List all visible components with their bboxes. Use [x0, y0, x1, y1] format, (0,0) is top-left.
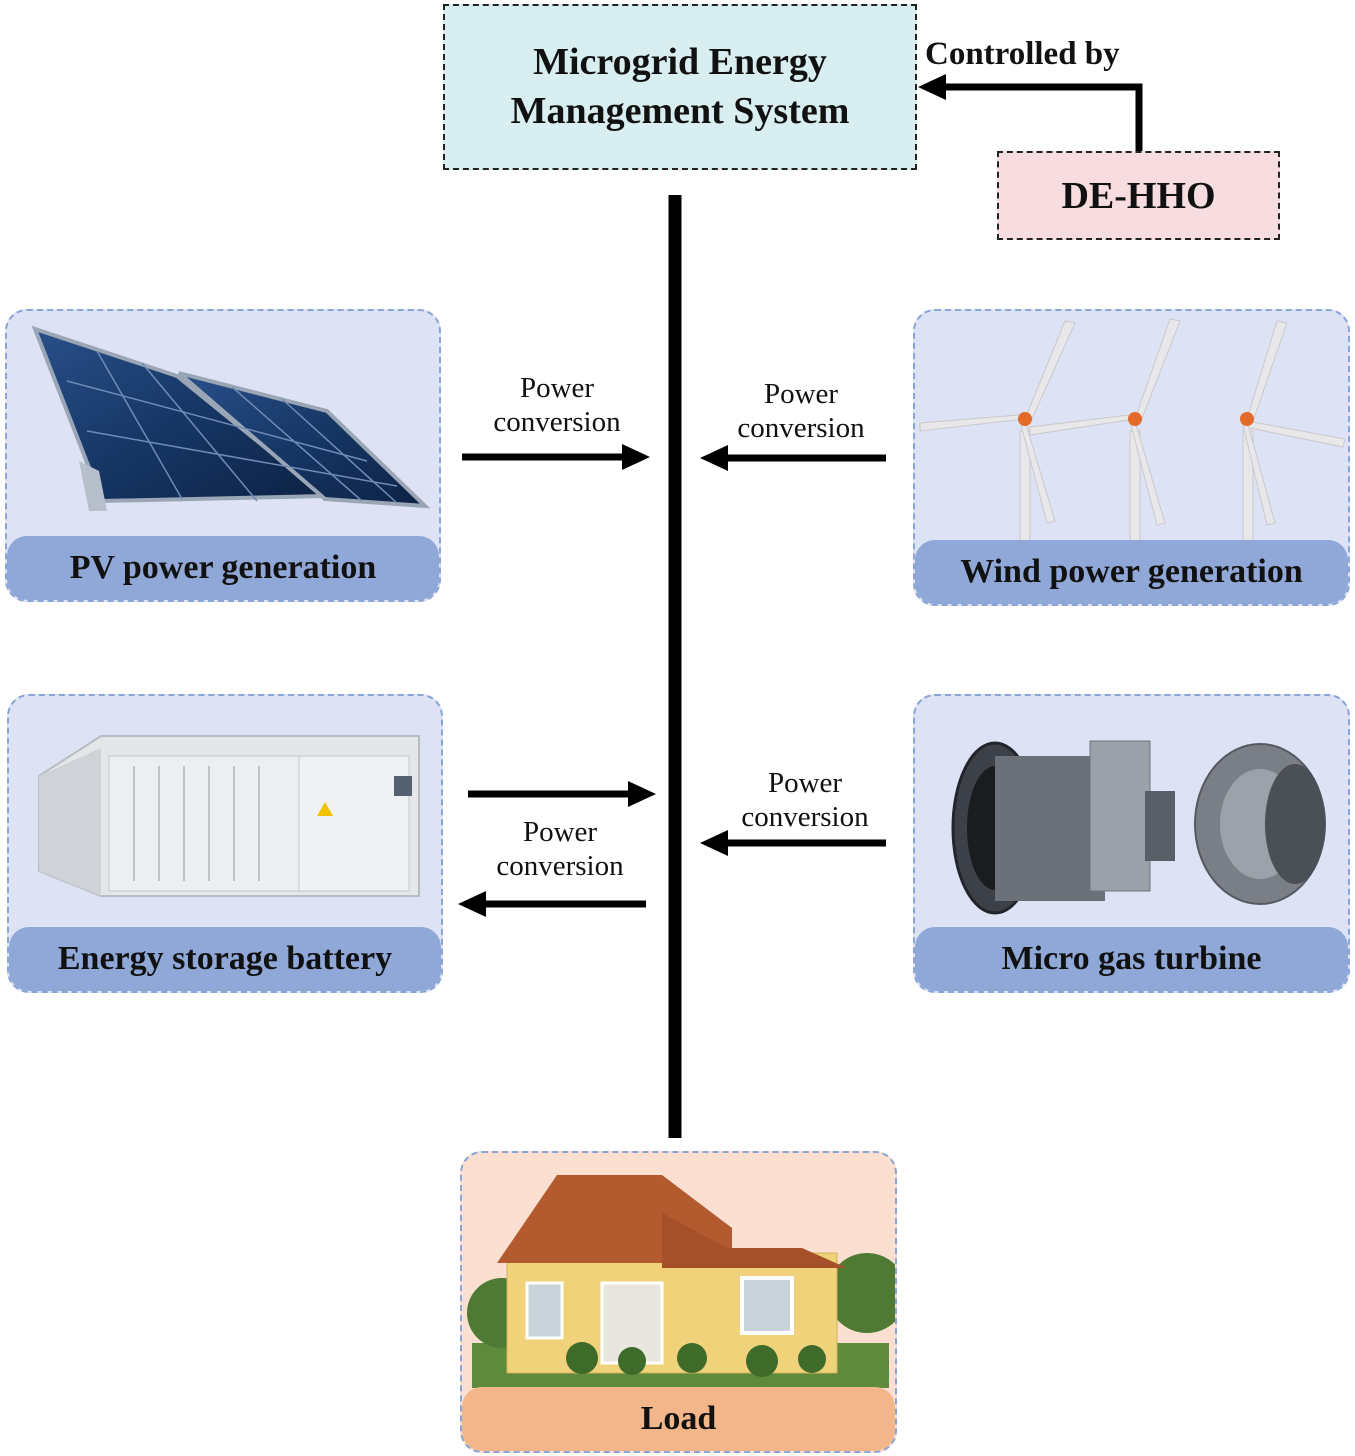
gas-turbine-icon: [951, 740, 1326, 915]
gas-turbine-label: Micro gas turbine: [915, 927, 1348, 991]
load-card: Load: [460, 1151, 897, 1453]
gas-turbine-card: Micro gas turbine: [913, 694, 1350, 993]
pv-conversion-label: Power conversion: [493, 372, 621, 438]
battery-charge-arrowhead: [628, 781, 656, 807]
controlled-by-label: Controlled by: [925, 36, 1120, 72]
pv-generation-card: PV power generation: [5, 309, 441, 602]
optimizer-box: DE-HHO: [997, 151, 1280, 240]
pv-arrowhead: [622, 444, 650, 470]
control-arrow: [940, 83, 1143, 151]
energy-storage-card: Energy storage battery: [7, 694, 443, 993]
control-arrowhead: [918, 74, 946, 100]
wind-arrowhead: [700, 445, 728, 471]
turbine-arrowhead: [700, 830, 728, 856]
battery-container-icon: [38, 735, 420, 897]
battery-conversion-label: Power conversion: [496, 816, 624, 882]
solar-panel-icon: [31, 325, 431, 511]
energy-management-system-box: Microgrid Energy Management System: [443, 4, 917, 170]
wind-conversion-label: Power conversion: [737, 378, 865, 444]
ems-title-line1: Microgrid Energy: [533, 40, 827, 83]
ems-title-line2: Management System: [510, 90, 850, 132]
energy-storage-label: Energy storage battery: [9, 927, 441, 991]
pv-generation-label: PV power generation: [7, 536, 439, 600]
house-icon: [467, 1175, 895, 1388]
battery-discharge-arrowhead: [458, 891, 486, 917]
wind-generation-label: Wind power generation: [915, 540, 1348, 604]
wind-turbine-icon: [919, 318, 1346, 552]
load-label: Load: [462, 1387, 895, 1451]
turbine-conversion-label: Power conversion: [741, 767, 869, 833]
wind-generation-card: Wind power generation: [913, 309, 1350, 606]
